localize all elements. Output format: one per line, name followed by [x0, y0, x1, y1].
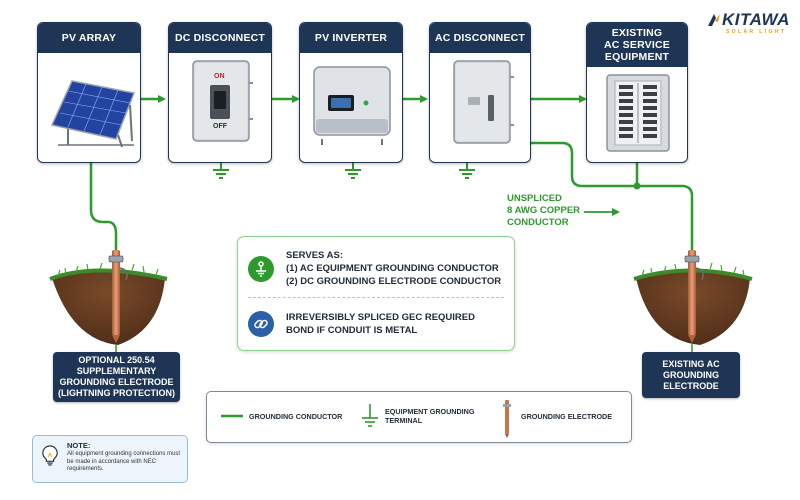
ac-service-title-line-2: AC SERVICE: [604, 39, 670, 51]
ac-service-equipment-title: EXISTING AC SERVICE EQUIPMENT: [587, 23, 687, 67]
brand-tagline: SOLAR LIGHT: [726, 29, 787, 35]
note-box: NOTE: All equipment grounding connection…: [32, 435, 188, 483]
chain-link-icon: [248, 311, 274, 337]
conductor-label: UNSPLICED 8 AWG COPPER CONDUCTOR: [507, 193, 597, 229]
dc-disconnect-title: DC DISCONNECT: [169, 23, 271, 53]
brand-logo: KITAWA SOLAR LIGHT: [700, 10, 792, 38]
conductor-label-line-1: UNSPLICED: [507, 193, 562, 204]
right-electrode-label: EXISTING AC GROUNDING ELECTRODE: [642, 352, 740, 398]
legend-equipment-grounding-terminal: EQUIPMENT GROUNDING TERMINAL: [385, 407, 474, 425]
left-electrode-line-3: GROUNDING ELECTRODE: [59, 377, 174, 387]
conductor-label-line-2: 8 AWG COPPER: [507, 205, 581, 216]
splice-row: IRREVERSIBLY SPLICED GEC REQUIRED BOND I…: [248, 311, 475, 337]
legend-symbols: [221, 400, 511, 438]
ac-service-title-line-1: EXISTING: [611, 27, 663, 39]
note-title: NOTE:: [67, 441, 91, 450]
splice-text: IRREVERSIBLY SPLICED GEC REQUIRED BOND I…: [286, 311, 475, 337]
right-grounding-electrode-graphic: [633, 250, 753, 345]
legend-grounding-electrode: GROUNDING ELECTRODE: [521, 412, 613, 421]
left-electrode-line-1: OPTIONAL 250.54: [78, 355, 155, 365]
serves-as-item-2: (2) DC GROUNDING ELECTRODE CONDUCTOR: [286, 276, 502, 287]
serves-as-text: SERVES AS: (1) AC EQUIPMENT GROUNDING CO…: [286, 249, 501, 288]
ac-disconnect-box: AC DISCONNECT: [429, 22, 531, 163]
inverter-icon: [313, 66, 391, 145]
grounding-electrode-icon: [503, 400, 511, 438]
service-panel-icon: [606, 74, 670, 152]
note-text: All equipment grounding connections must…: [67, 451, 181, 473]
info-divider: [248, 297, 504, 298]
serves-as-item-1: (1) AC EQUIPMENT GROUNDING CONDUCTOR: [286, 263, 499, 274]
ac-service-title-line-3: EQUIPMENT: [604, 51, 670, 63]
splice-line-2: BOND IF CONDUIT IS METAL: [286, 325, 418, 336]
splice-line-1: IRREVERSIBLY SPLICED GEC REQUIRED: [286, 312, 475, 323]
legend: GROUNDING CONDUCTOR EQUIPMENT GROUNDING …: [206, 391, 632, 443]
ac-disconnect-title: AC DISCONNECT: [430, 23, 530, 53]
right-electrode-line-1: EXISTING AC: [662, 358, 720, 369]
solar-panel-icon: [50, 80, 136, 148]
serves-as-row: SERVES AS: (1) AC EQUIPMENT GROUNDING CO…: [248, 249, 501, 288]
left-grounding-electrode-graphic: [49, 250, 168, 345]
serves-as-info-box: SERVES AS: (1) AC EQUIPMENT GROUNDING CO…: [237, 236, 515, 351]
left-grounding-conductor: [89, 150, 118, 252]
conductor-label-line-3: CONDUCTOR: [507, 217, 569, 228]
pv-inverter-title: PV INVERTER: [300, 23, 402, 53]
lightbulb-icon: [42, 445, 58, 466]
dc-disconnect-switch-icon: [192, 60, 253, 142]
brand-name: KITAWA: [722, 10, 790, 29]
left-electrode-label: OPTIONAL 250.54 SUPPLEMENTARY GROUNDING …: [53, 352, 180, 402]
pv-array-box: PV ARRAY: [37, 22, 141, 163]
right-electrode-line-3: ELECTRODE: [663, 380, 719, 391]
legend-grounding-conductor: GROUNDING CONDUCTOR: [249, 412, 343, 421]
pv-inverter-box: PV INVERTER: [299, 22, 403, 163]
legend-egt-line-1: EQUIPMENT GROUNDING: [385, 407, 475, 416]
legend-ground-terminal-icon: [362, 404, 378, 427]
main-gec-conductor: [531, 141, 694, 252]
ground-terminal-icon: [248, 255, 274, 282]
left-electrode-line-2: SUPPLEMENTARY: [76, 366, 157, 376]
ac-service-equipment-box: EXISTING AC SERVICE EQUIPMENT: [586, 22, 688, 163]
switch-on-label: ON: [214, 73, 225, 80]
ac-disconnect-switch-icon: [453, 60, 514, 144]
dc-disconnect-box: DC DISCONNECT ON OFF: [168, 22, 272, 163]
legend-egt-line-2: TERMINAL: [385, 416, 423, 425]
left-electrode-line-4: (LIGHTNING PROTECTION): [58, 388, 175, 398]
right-electrode-line-2: GROUNDING: [663, 369, 719, 380]
switch-off-label: OFF: [213, 123, 227, 130]
serves-as-title: SERVES AS:: [286, 250, 344, 261]
pv-array-title: PV ARRAY: [38, 23, 140, 53]
brand-mark-icon: [708, 14, 720, 26]
